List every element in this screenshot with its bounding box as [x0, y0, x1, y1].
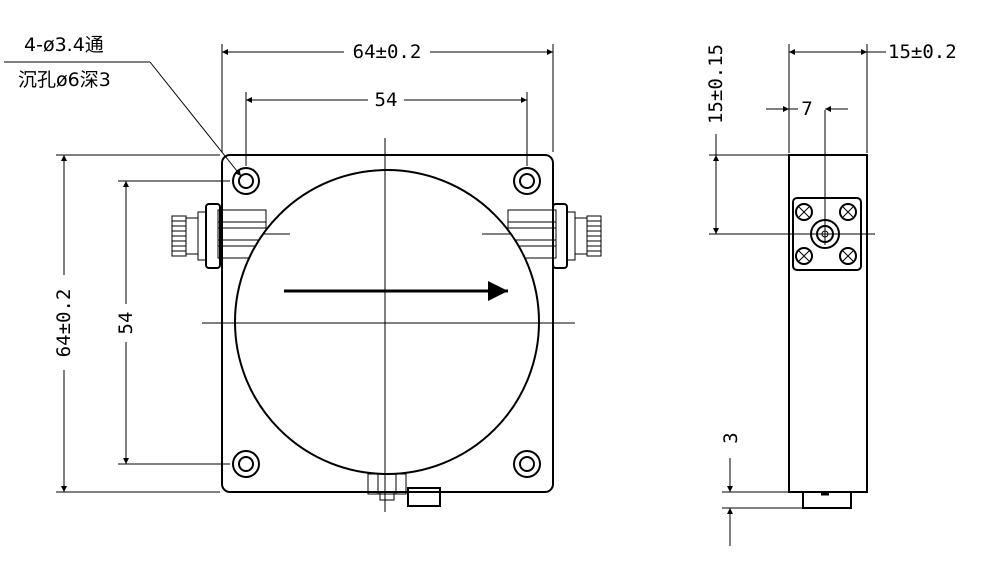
- depth-dimension: 15±0.2: [888, 41, 957, 63]
- flange-screw-bl: [795, 247, 813, 265]
- connector-offset-dimension: 7: [801, 98, 812, 120]
- side-base-step: [802, 491, 852, 509]
- width-dimension: 64±0.2: [353, 41, 422, 63]
- flange-screw-br: [839, 247, 857, 265]
- mounting-hole-top-right: [513, 167, 541, 195]
- height-dimension: 64±0.2: [53, 289, 75, 358]
- magnet-cover: [234, 169, 540, 475]
- left-sma-connector: [171, 203, 221, 269]
- side-view: 15±0.2 7 15±0.15 3: [705, 41, 957, 546]
- base-step-dimension: 3: [720, 432, 742, 443]
- front-view: 4-ø3.4通 沉孔ø6深3 64±0.2 54 64±0.2 54: [4, 34, 602, 512]
- mounting-hole-bottom-right: [513, 450, 541, 478]
- hole-note-line2: 沉孔ø6深3: [18, 69, 111, 91]
- bottom-tab: [367, 473, 441, 507]
- connector-height-dimension: 15±0.15: [705, 44, 727, 124]
- hole-spacing-horizontal: 54: [375, 89, 398, 111]
- hole-spacing-vertical: 54: [115, 312, 137, 335]
- flange-screw-tl: [795, 203, 813, 221]
- right-sma-connector: [552, 203, 602, 269]
- mounting-hole-bottom-left: [232, 450, 260, 478]
- mounting-hole-top-left: [232, 167, 260, 195]
- hole-note-line1: 4-ø3.4通: [24, 34, 104, 56]
- flange-screw-tr: [839, 203, 857, 221]
